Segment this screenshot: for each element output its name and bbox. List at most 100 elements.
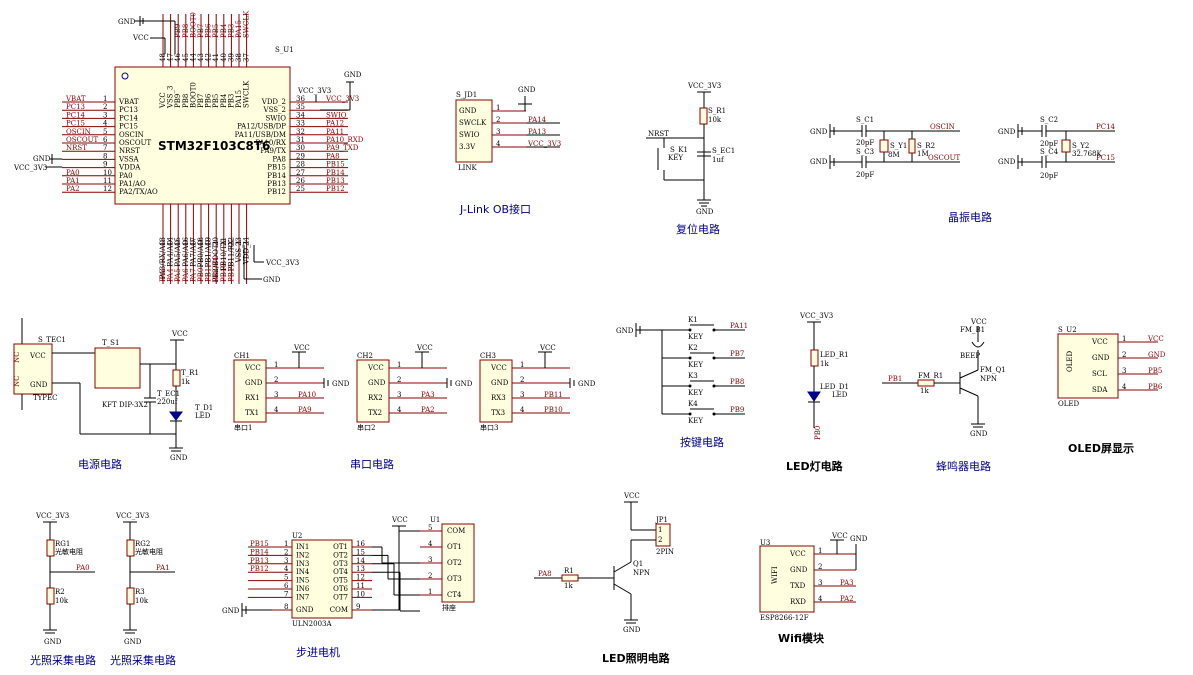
uln-out-num: 12	[356, 574, 365, 582]
jlink-part: LINK	[458, 164, 478, 172]
xtal-y2-ref: S_Y2	[1072, 142, 1089, 150]
led-d-val: LED	[832, 391, 848, 399]
buzzer-vcc: VCC	[970, 318, 987, 326]
power-gnd-pin: GND	[30, 381, 48, 389]
ledlight-pin1: 1	[658, 526, 662, 534]
ledlight-r-ref: R1	[564, 567, 574, 575]
mcu-left-pin-net: PA1	[66, 177, 80, 185]
reset-block: VCC_3V3 S_R1 10k NRST S_K1 KEY S_EC1 1uf…	[646, 82, 735, 236]
mcu-bottom-pin-name: PB0/AO	[197, 240, 205, 268]
uart-body	[233, 359, 267, 423]
uln-out-name: OT3	[333, 560, 348, 568]
oled-pin-net: GND	[1148, 351, 1166, 359]
mcu-top-pin-name: PB9	[174, 94, 182, 108]
uart-pin-name: TX3	[491, 409, 505, 417]
uln-in-num: 3	[284, 557, 288, 565]
photoresistor-icon	[46, 539, 55, 557]
reset-k-val: KEY	[668, 154, 683, 162]
light-r-ref: R3	[135, 588, 145, 596]
oled-pin-name: SDA	[1092, 386, 1108, 394]
mcu-left-pin-net: PC15	[66, 120, 85, 128]
jlink-gnd-label: GND	[518, 86, 536, 94]
mcu-left-pin-num: 10	[103, 169, 112, 177]
oled-pin-net: VCC	[1147, 335, 1164, 343]
ledlight-r-val: 1k	[564, 582, 573, 590]
power-vcc-pin: VCC	[29, 352, 46, 360]
header-pin-name: OT2	[447, 559, 462, 567]
uln-in-num: 4	[284, 565, 289, 573]
mcu-right-pin-num: 35	[296, 103, 305, 111]
mcu-bottom-pin-name: PA4/AO	[167, 240, 175, 267]
mcu-top-pin-net: PA15	[235, 20, 243, 38]
light-sensor-block: VCC_3V3RG1光敏电阻PA0R210kGND光照采集电路VCC_3V3RG…	[30, 512, 176, 667]
light-net: PA0	[76, 564, 90, 572]
led-d-ref: LED_D1	[820, 383, 849, 391]
oled-body	[1057, 333, 1119, 399]
mcu-bottom-pin-name: PB2/BOOT1	[212, 240, 220, 283]
power-c-ref: T_EC1	[157, 390, 180, 398]
uln-in-name: IN3	[296, 560, 309, 568]
mcu-top-pin-net: PB9	[174, 24, 182, 38]
mcu-right-pin-net: SWIO	[326, 111, 347, 119]
uart-ref: CH1	[234, 352, 250, 360]
mcu-bottom-pin-name: PB1/AO	[205, 240, 213, 268]
mcu-top-pin-net: PB6	[205, 23, 213, 38]
header-pin-name: OT3	[447, 575, 462, 583]
mcu-top-pin-num: 42	[205, 53, 213, 62]
uln-in-net: PB13	[250, 557, 269, 565]
buzzer-gnd: GND	[970, 430, 988, 438]
stepper-u1-part: 排座	[442, 603, 456, 612]
xtal-r2-ref: S_R2	[917, 142, 935, 150]
mcu-bottom-pin-num: 19	[205, 237, 213, 246]
uart-pin-name: TX2	[368, 409, 382, 417]
mcu-bottom-pin-name: PA3/RX/AO	[159, 240, 167, 280]
uln-in-name: IN1	[296, 543, 309, 551]
uln-in-name: IN5	[296, 577, 309, 585]
uln-in-num: 2	[284, 548, 288, 556]
mcu-left-pin-name: PA0	[119, 172, 133, 180]
mcu-right-pin-net: PB13	[326, 177, 345, 185]
mcu-bottom-pin-num: 23	[235, 237, 243, 246]
oled-pin-net: PB6	[1148, 383, 1163, 391]
mcu-left-pin-name: OSCOUT	[119, 139, 152, 147]
jlink-pin-num: 3	[496, 128, 500, 136]
keys-gnd: GND	[616, 327, 634, 335]
uln-in-net: PB14	[250, 548, 269, 556]
xtal-oscout: OSCOUT	[928, 154, 961, 162]
mcu-right-pin-net: PB12	[326, 185, 345, 193]
jlink-pin-name: 3.3V	[459, 143, 476, 151]
mcu-top-pin-name: PB5	[212, 94, 220, 108]
wifi-pin-name: VCC	[789, 550, 806, 558]
oled-pin-num: 3	[1122, 367, 1126, 375]
mcu-left-pin-name: VSSA	[118, 155, 140, 163]
uart-pin-name: GND	[491, 379, 509, 387]
mcu-bottom-pin-num: 21	[220, 237, 228, 246]
power-ref: S_TEC1	[38, 336, 66, 344]
uart-pin-num: 4	[397, 406, 402, 414]
ledlight-q-ref: Q1	[633, 560, 643, 568]
uln-in-num: 7	[284, 590, 288, 598]
mcu-right-pin-name: PB12	[267, 188, 286, 196]
mcu-right-pin-name: PA10/RX	[255, 139, 286, 147]
power-d-ref: T_D1	[195, 404, 213, 412]
uln-out-num: 13	[356, 565, 365, 573]
mcu-left-pin-name: PC15	[119, 123, 138, 131]
uln-out-name: OT5	[333, 577, 348, 585]
mcu-left-pin-name: NRST	[119, 147, 140, 155]
mcu-left-pin-net: PA0	[66, 169, 80, 177]
key-val: KEY	[688, 389, 703, 397]
pin1-marker-icon	[121, 72, 129, 80]
xtal-c4-val: 20pF	[1040, 172, 1058, 180]
light-r-val: 10k	[135, 597, 149, 605]
mcu-right-pin-name: PA11/USB/DM	[235, 131, 286, 139]
key-ref: K3	[688, 372, 698, 380]
mcu-right-pin-net: PB15	[326, 161, 345, 169]
buzzer-b-ref: FM_B1	[960, 326, 985, 334]
mcu-bottom-pin-net: PB10	[220, 263, 228, 282]
buzzer-q-val: NPN	[980, 375, 997, 383]
